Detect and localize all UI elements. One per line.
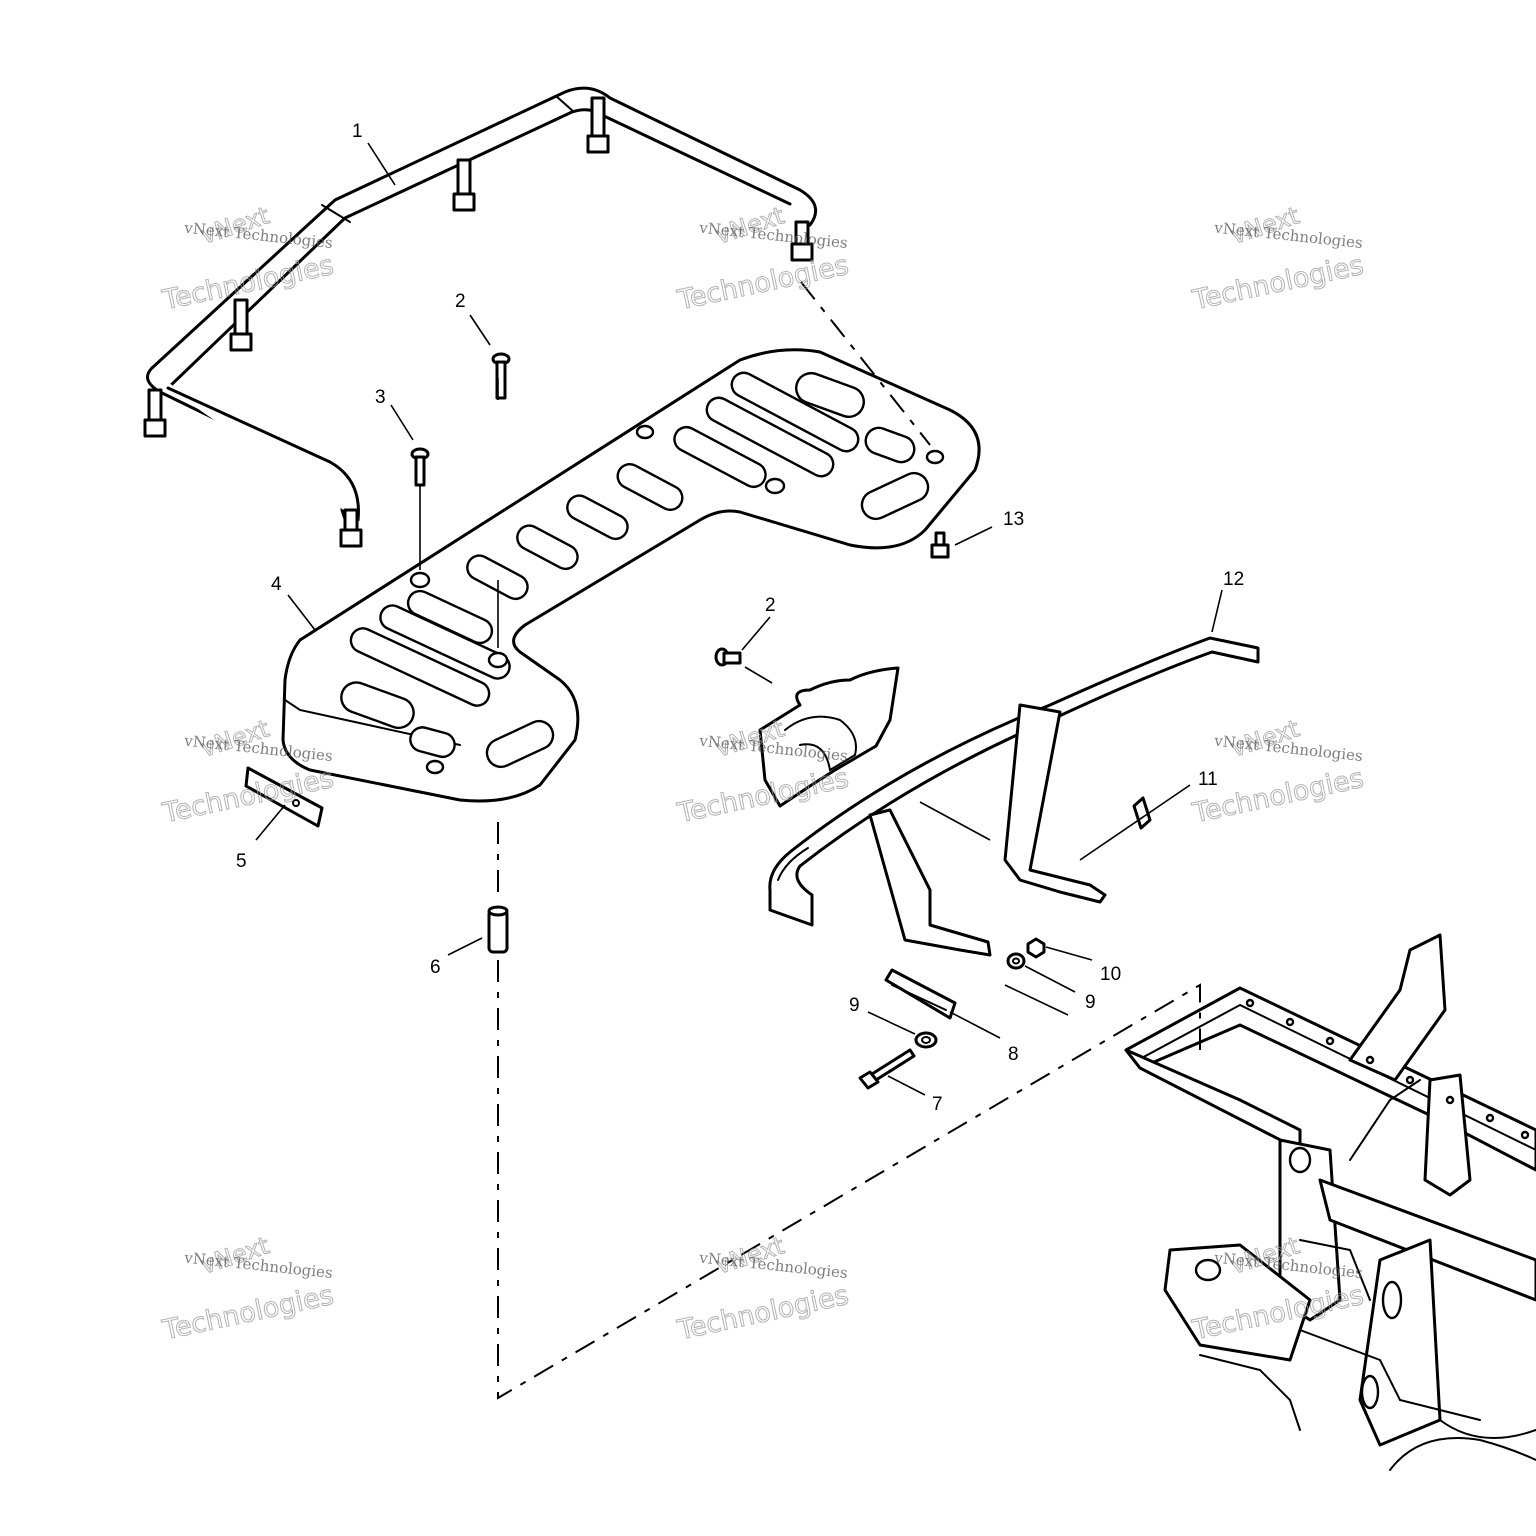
part-5-plate — [244, 766, 324, 828]
callout-10: 10 — [1100, 964, 1121, 985]
callout-9-right: 9 — [1085, 992, 1096, 1013]
callout-7: 7 — [932, 1094, 943, 1115]
callout-5: 5 — [236, 851, 247, 872]
watermark: vNext Technologies vNext Technologies — [159, 1231, 337, 1347]
part-3-bolt — [410, 447, 430, 487]
svg-text:Technologies: Technologies — [674, 250, 851, 317]
svg-text:Technologies: Technologies — [1189, 250, 1366, 317]
assembly-lines — [419, 281, 1201, 1400]
part-9-washer-lower — [914, 1031, 938, 1049]
callout-3: 3 — [375, 387, 386, 408]
part-8-plate — [884, 968, 957, 1020]
callout-2-mid: 2 — [765, 595, 776, 616]
part-7-bolt — [858, 1048, 916, 1090]
bracket-cutaway — [758, 666, 900, 808]
part-13-bolt — [930, 531, 950, 559]
watermark: vNext Technologies vNext Technologies — [1189, 201, 1367, 317]
watermark: vNext Technologies vNext Technologies — [674, 1231, 852, 1347]
part-2-bolt-top — [491, 352, 511, 400]
part-4-rack-platform — [281, 348, 981, 803]
part-1-rack-rail — [143, 86, 818, 548]
svg-text:Technologies: Technologies — [159, 1280, 336, 1347]
callout-9-left: 9 — [849, 995, 860, 1016]
callout-6: 6 — [430, 957, 441, 978]
vehicle-frame — [1124, 933, 1536, 1471]
callout-4: 4 — [271, 574, 282, 595]
callout-2-top: 2 — [455, 291, 466, 312]
part-10-nut — [1026, 937, 1046, 959]
callout-1: 1 — [352, 121, 363, 142]
callout-8: 8 — [1008, 1044, 1019, 1065]
svg-text:Technologies: Technologies — [674, 1280, 851, 1347]
part-2-bolt-mid — [714, 647, 742, 667]
callout-12: 12 — [1223, 569, 1244, 590]
part-12-rear-rail — [768, 636, 1260, 957]
part-9-washer-upper — [1006, 952, 1026, 970]
callout-11: 11 — [1198, 769, 1218, 790]
part-6-spacer — [487, 905, 509, 954]
callout-labels: 1 2 3 4 13 12 2 11 5 6 10 9 9 8 7 — [236, 121, 1244, 1115]
svg-text:Technologies: Technologies — [674, 763, 851, 830]
watermark: vNext Technologies vNext Technologies — [674, 201, 852, 317]
callout-leaders — [255, 142, 1223, 1096]
callout-13: 13 — [1003, 509, 1024, 530]
